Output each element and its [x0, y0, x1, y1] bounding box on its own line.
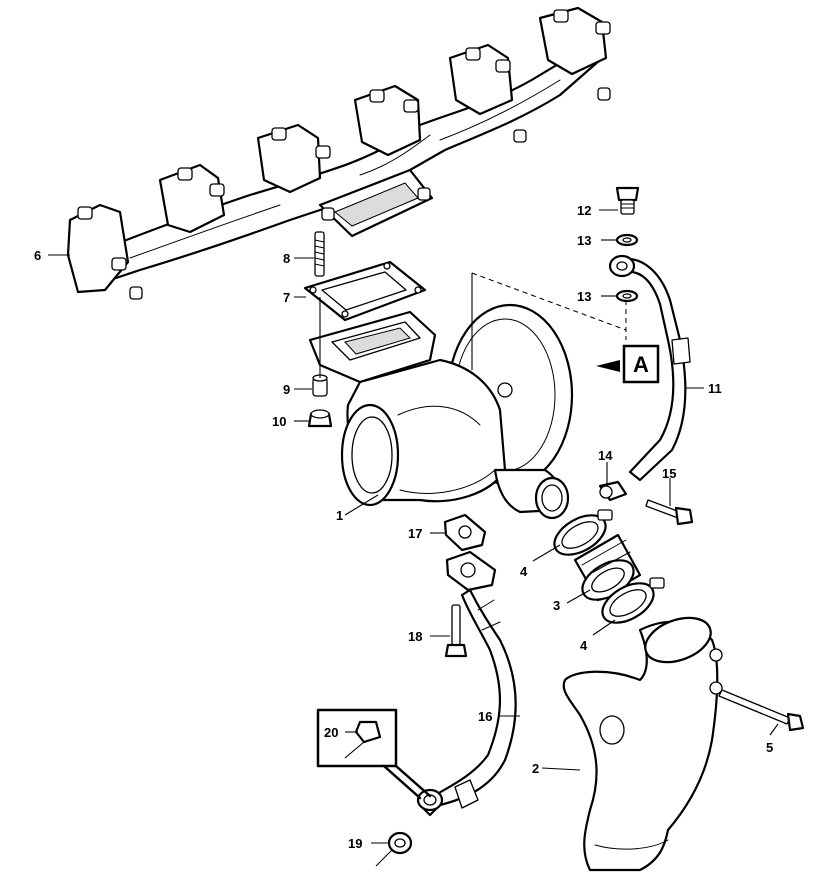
callout-20: 20: [324, 725, 338, 740]
callout-14: 14: [598, 448, 613, 463]
callout-6: 6: [34, 248, 41, 263]
intake-pipe: [562, 616, 723, 872]
leader-lines: [48, 209, 779, 844]
callout-7: 7: [283, 290, 290, 305]
hose-clamp-lower: [601, 577, 665, 624]
sealing-washer-lower: [615, 289, 639, 303]
gasket: [303, 260, 427, 322]
callout-1: 1: [336, 508, 343, 523]
callout-9: 9: [283, 382, 290, 397]
callout-8: 8: [283, 251, 290, 266]
turbocharger: [308, 303, 574, 520]
oil-drain-bolt: [444, 604, 468, 658]
sealing-washer: [375, 831, 413, 867]
callout-12: 12: [577, 203, 591, 218]
hose-clamp-upper: [553, 509, 613, 556]
callout-13-upper: 13: [577, 233, 591, 248]
callout-16: 16: [478, 709, 492, 724]
banjo-bolt: [615, 186, 640, 215]
callout-numbers: 6 8 7 9 10 1 17 18 16 2 5 4 3 4 12 13 13…: [34, 203, 773, 851]
spacer-sleeve: [312, 374, 328, 397]
exhaust-manifold: [66, 6, 611, 300]
oil-pipe-fitting: [598, 480, 628, 502]
callout-5: 5: [766, 740, 773, 755]
detail-inset-box: [316, 708, 432, 800]
view-a-label: A: [633, 352, 649, 377]
callout-13-lower: 13: [577, 289, 591, 304]
callout-18: 18: [408, 629, 422, 644]
callout-2: 2: [532, 761, 539, 776]
oil-drain-gasket: [443, 513, 487, 552]
callout-10: 10: [272, 414, 286, 429]
callout-19: 19: [348, 836, 362, 851]
callout-17: 17: [408, 526, 422, 541]
view-a-marker: A: [471, 272, 660, 384]
mounting-bolt: [718, 689, 805, 732]
stud: [314, 231, 325, 277]
callout-11: 11: [708, 381, 722, 396]
callout-4-lower: 4: [580, 638, 588, 653]
callout-4-upper: 4: [520, 564, 528, 579]
callout-3: 3: [553, 598, 560, 613]
oil-pipe-bolt: [645, 499, 694, 526]
sealing-washer-upper: [615, 233, 639, 247]
oil-supply-pipe: [608, 254, 691, 482]
callout-15: 15: [662, 466, 676, 481]
flange-nut: [307, 409, 333, 428]
oil-drain-pipe: [416, 550, 517, 817]
